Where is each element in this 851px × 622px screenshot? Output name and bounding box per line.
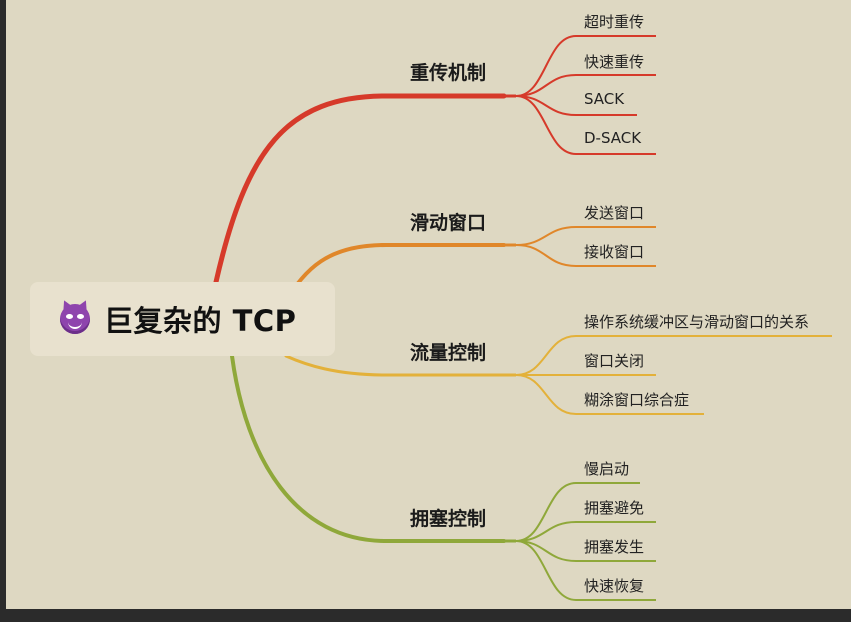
branch-congestion-control[interactable]: 拥塞控制: [410, 508, 487, 530]
branch-sliding-window[interactable]: 滑动窗口: [410, 212, 487, 234]
link-cong-3: [515, 540, 656, 562]
leaf-send-window[interactable]: 发送窗口: [584, 204, 645, 222]
link-root-congestion: [230, 354, 506, 543]
connector-lines: [213, 35, 832, 601]
link-window-2: [515, 244, 656, 267]
branch-flow-control[interactable]: 流量控制: [410, 342, 487, 364]
smiling-devil-icon: [60, 304, 90, 334]
link-root-retrans: [213, 93, 507, 285]
leaf-congestion-occurrence[interactable]: 拥塞发生: [584, 538, 645, 556]
leaf-timeout-retransmission[interactable]: 超时重传: [584, 13, 645, 31]
link-cong-1: [515, 482, 640, 542]
link-retrans-3: [515, 95, 637, 116]
leaf-fast-retransmission[interactable]: 快速重传: [584, 53, 645, 71]
root-title: 巨复杂的 TCP: [104, 304, 297, 338]
link-retrans-2: [515, 74, 656, 97]
leaf-fast-recovery[interactable]: 快速恢复: [584, 577, 645, 595]
leaf-os-buffer-window[interactable]: 操作系统缓冲区与滑动窗口的关系: [584, 313, 810, 331]
mindmap-canvas: 巨复杂的 TCP 重传机制 滑动窗口 流量控制 拥塞控制 超时重传 快速重传 S…: [6, 0, 851, 609]
link-cong-4: [515, 540, 656, 601]
leaf-congestion-avoidance[interactable]: 拥塞避免: [584, 499, 645, 517]
link-root-flow: [284, 354, 506, 377]
link-cong-2: [515, 521, 656, 542]
root-node[interactable]: 巨复杂的 TCP: [30, 282, 335, 356]
bottom-bar: [0, 609, 851, 622]
leaf-receive-window[interactable]: 接收窗口: [584, 243, 645, 261]
link-flow-3: [515, 374, 704, 415]
leaf-slow-start[interactable]: 慢启动: [584, 460, 630, 478]
link-retrans-4: [515, 95, 656, 155]
leaf-window-close[interactable]: 窗口关闭: [584, 352, 645, 370]
link-window-1: [515, 226, 656, 246]
leaf-silly-window[interactable]: 糊涂窗口综合症: [584, 391, 690, 409]
link-retrans-1: [515, 35, 656, 97]
leaf-d-sack[interactable]: D-SACK: [584, 129, 642, 147]
branch-retransmission[interactable]: 重传机制: [410, 62, 487, 84]
link-flow-1: [515, 335, 832, 376]
leaf-sack[interactable]: SACK: [584, 90, 625, 108]
